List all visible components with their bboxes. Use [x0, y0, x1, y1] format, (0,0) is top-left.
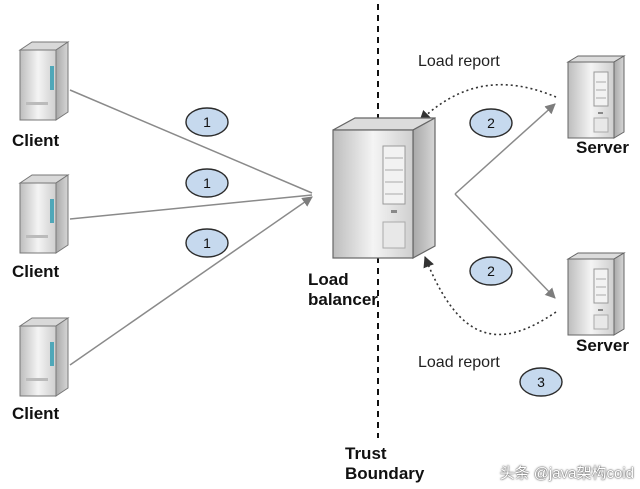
trust-boundary-label-line1: Trust: [345, 444, 387, 463]
step-marker-2b: 2: [469, 256, 513, 286]
step-marker-1b-number: 1: [203, 175, 211, 191]
load-report-label-2: Load report: [418, 354, 500, 371]
client-2-icon: [18, 174, 70, 254]
server-2-label: Server: [576, 336, 629, 355]
client-connectors: [69, 89, 313, 366]
step-marker-2a-number: 2: [487, 115, 495, 131]
lb-to-server-2-arrow: [454, 193, 556, 299]
client-2-label: Client: [12, 262, 60, 281]
load-report-label-1: Load report: [418, 53, 500, 70]
step-marker-1a-number: 1: [203, 114, 211, 130]
server-2-icon: [566, 252, 626, 336]
client-3-label: Client: [12, 404, 60, 423]
load-report-1-curve: [419, 83, 557, 122]
lb-to-server-1-arrow: [454, 103, 556, 195]
step-marker-2a: 2: [469, 108, 513, 138]
server-1-label: Server: [576, 138, 629, 157]
step-marker-3-number: 3: [537, 374, 545, 390]
client-1-icon: [18, 41, 70, 121]
server-connectors: [454, 103, 556, 299]
client-3-icon: [18, 317, 70, 397]
step-marker-1c-number: 1: [203, 235, 211, 251]
client-3-connector: [69, 196, 313, 366]
trust-boundary-label-line2: Boundary: [345, 464, 425, 483]
client-1-connector: [69, 89, 313, 194]
step-marker-1c: 1: [185, 228, 229, 258]
load-balancer-icon: [332, 116, 436, 260]
load-balancer-label-line2: balancer: [308, 290, 378, 309]
client-1-label: Client: [12, 131, 60, 150]
step-marker-2b-number: 2: [487, 263, 495, 279]
step-marker-3: 3: [519, 367, 563, 397]
watermark-text: 头条 @java架构coid: [499, 465, 634, 482]
load-balancer-label-line1: Load: [308, 270, 349, 289]
server-1-icon: [566, 55, 626, 139]
step-marker-1b: 1: [185, 168, 229, 198]
step-marker-1a: 1: [185, 107, 229, 137]
client-2-connector: [69, 194, 313, 220]
